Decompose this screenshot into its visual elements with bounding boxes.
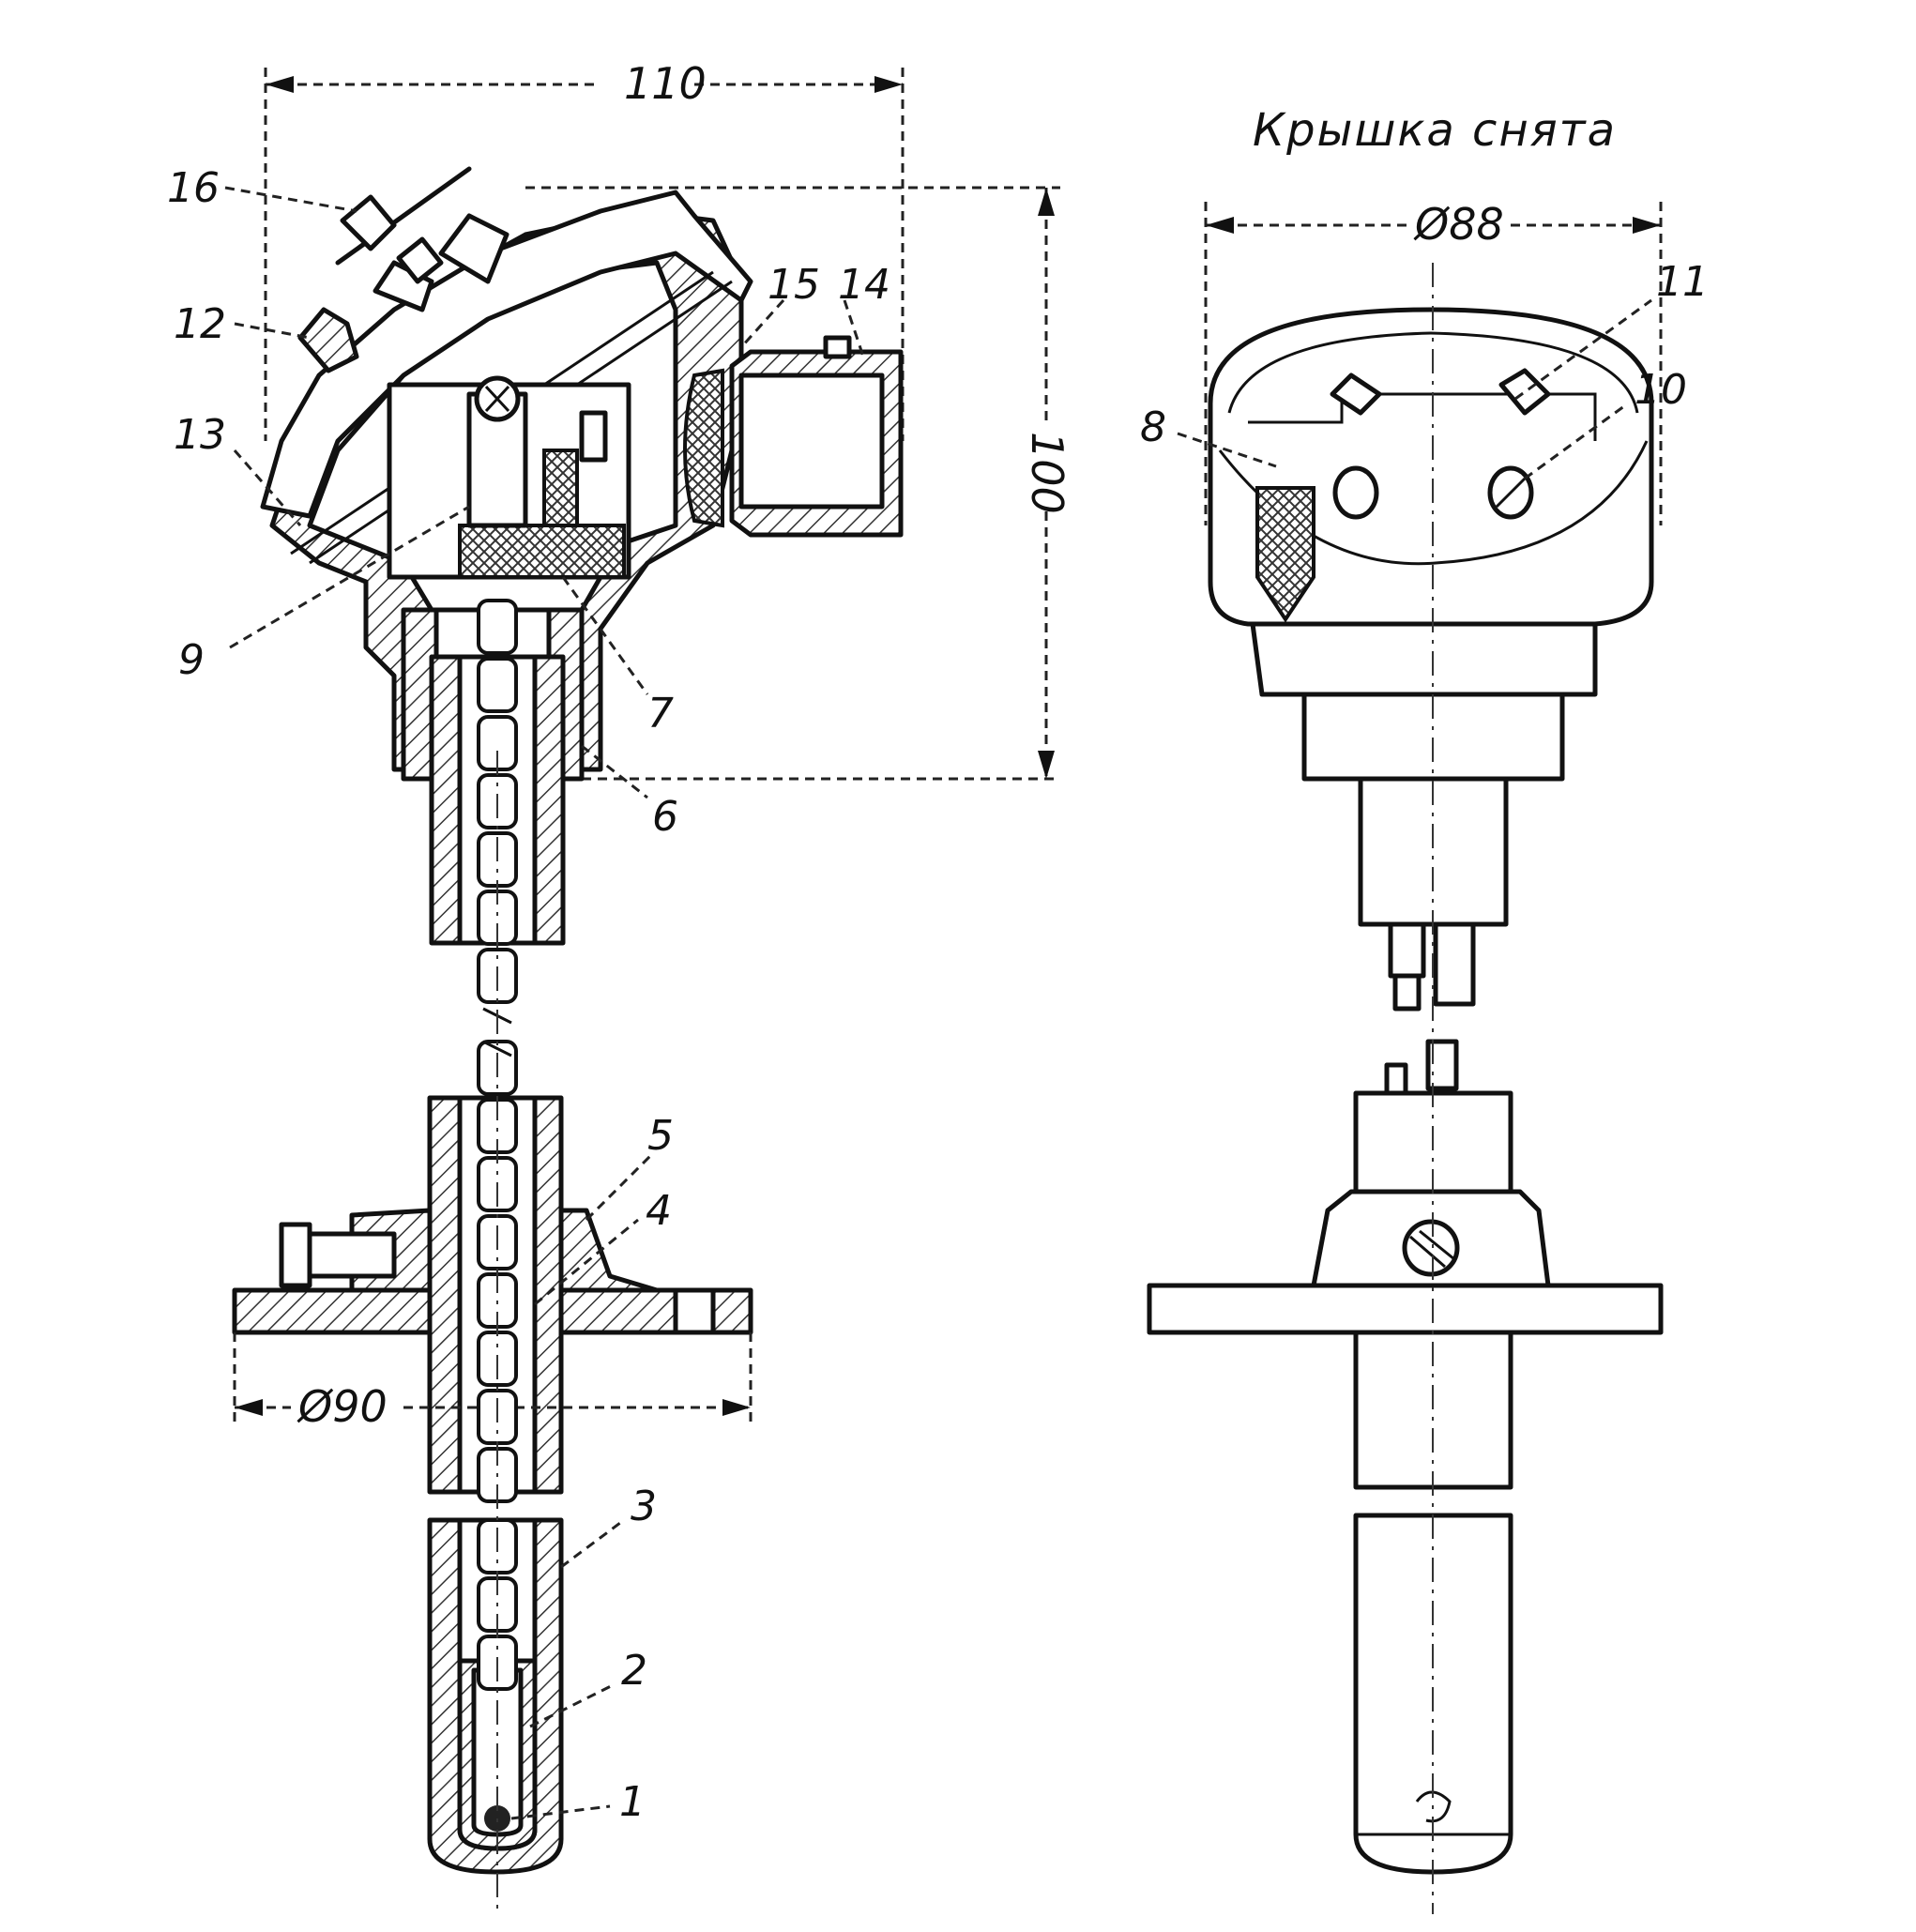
label-10: 10 — [1524, 366, 1687, 480]
flange-front — [1147, 1283, 1664, 1335]
svg-text:8: 8 — [1140, 403, 1166, 451]
label-7: 7 — [561, 576, 674, 738]
label-2: 2 — [529, 1647, 647, 1728]
head-lid — [260, 190, 753, 519]
label-5: 5 — [585, 1112, 674, 1222]
svg-text:16: 16 — [167, 164, 220, 212]
label-9: 9 — [178, 505, 470, 684]
svg-text:15: 15 — [768, 261, 820, 309]
label-1: 1 — [510, 1778, 646, 1826]
label-12: 12 — [174, 300, 311, 348]
clamp-screw-front — [1402, 1219, 1460, 1277]
label-14: 14 — [838, 261, 890, 357]
svg-text:2: 2 — [621, 1647, 647, 1695]
svg-text:5: 5 — [647, 1112, 674, 1160]
label-11: 11 — [1514, 258, 1709, 401]
label-13: 13 — [174, 411, 302, 526]
flange — [232, 1208, 753, 1335]
lid-screw — [335, 166, 472, 284]
cable-gland — [683, 335, 904, 538]
svg-text:3: 3 — [631, 1483, 657, 1530]
svg-text:6: 6 — [652, 793, 678, 841]
dim-head-diameter: Ø88 — [1413, 199, 1504, 250]
insulator-bead — [477, 657, 518, 713]
label-16: 16 — [167, 164, 357, 213]
dimension-100: 100 — [525, 186, 1072, 781]
dim-flange-diameter: Ø90 — [297, 1381, 388, 1432]
terminal-11 — [1498, 368, 1551, 416]
svg-text:11: 11 — [1656, 258, 1709, 306]
label-6: 6 — [581, 744, 678, 841]
callouts: 1 2 3 4 5 6 7 8 — [167, 164, 1709, 1826]
svg-text:12: 12 — [174, 300, 226, 348]
terminal-screw-8 — [1255, 486, 1315, 623]
svg-text:4: 4 — [646, 1187, 672, 1235]
insulator-bead — [477, 599, 518, 655]
label-4: 4 — [534, 1187, 672, 1306]
section-view: 110 100 — [232, 58, 1072, 1875]
dimension-90: Ø90 — [233, 1332, 753, 1432]
svg-text:9: 9 — [178, 636, 205, 684]
svg-text:7: 7 — [647, 690, 674, 738]
label-3: 3 — [560, 1483, 657, 1569]
svg-text:14: 14 — [838, 261, 890, 309]
svg-text:13: 13 — [174, 411, 226, 459]
label-8: 8 — [1140, 403, 1277, 468]
dimension-88: Ø88 — [1204, 199, 1663, 525]
label-15: 15 — [739, 261, 820, 349]
svg-text:1: 1 — [619, 1778, 646, 1826]
dim-head-height: 100 — [1022, 432, 1072, 514]
front-view: Крышка снята Ø88 — [1147, 104, 1664, 1914]
caption: Крышка снята — [1253, 104, 1617, 157]
svg-text:10: 10 — [1635, 366, 1687, 414]
dim-head-width: 110 — [624, 58, 707, 109]
